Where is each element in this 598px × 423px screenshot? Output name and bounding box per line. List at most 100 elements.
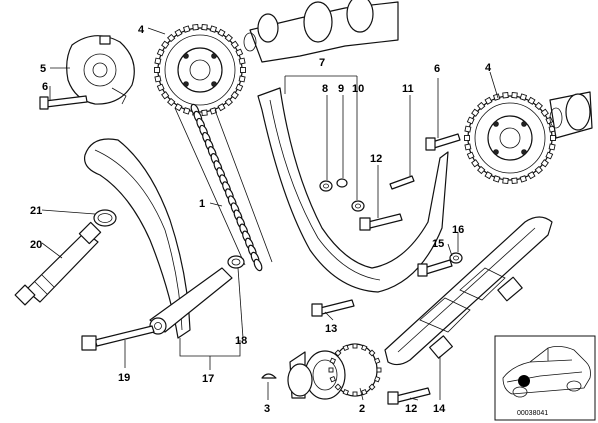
callout-16: 16 [452,224,464,236]
gear-tooth [161,40,170,49]
bolt-19 [81,325,155,351]
gear-tooth [471,108,480,117]
gear-tooth [334,349,342,357]
gear-tooth [182,107,191,115]
callout-20: 20 [30,239,42,251]
callout-6-right: 6 [434,63,440,75]
pin-11 [389,175,415,190]
bolt-15 [417,259,453,277]
callout-2: 2 [359,403,365,415]
gear-tooth [217,28,226,37]
exhaust-camshaft-stub [549,91,593,139]
gear-tooth [471,159,480,168]
callout-4-right: 4 [485,62,492,74]
gear-tooth [156,83,165,92]
gear-tooth [329,375,337,383]
callout-1: 1 [199,198,205,210]
callout-3: 3 [264,403,270,415]
bolt-13 [311,299,355,317]
gear-tooth [550,135,556,141]
gear-tooth [209,25,218,33]
gear-tooth [484,96,493,105]
gear-tooth [464,143,472,151]
gear-tooth [217,103,226,112]
gear-tooth [174,28,183,37]
gear-tooth [154,67,160,73]
gear-tooth [511,91,518,99]
crankshaft-sprocket [287,343,382,400]
gear-tooth [360,344,368,352]
callout-4-left: 4 [138,24,145,36]
gear-tooth [342,344,350,352]
gear-tooth [329,357,337,365]
gear-tooth [167,97,176,107]
callout-13: 13 [325,323,337,335]
bolt-12-upper [359,213,403,231]
guide-rail-center [257,87,449,293]
gear-tooth [209,107,218,115]
gear-tooth [511,177,518,185]
washer-8 [319,180,333,192]
gear-tooth [492,175,501,183]
gear-tooth [376,367,382,373]
gear-tooth [502,177,509,185]
gear-tooth [240,67,246,73]
gear-tooth [201,109,208,117]
gear-tooth [328,367,334,373]
guide-rail-right [384,216,553,366]
gear-tooth [527,96,536,105]
gear-tooth [466,151,475,160]
gear-tooth [464,125,472,133]
callout-19: 19 [118,372,130,384]
gear-tooth [224,33,233,43]
chain-link [253,258,263,272]
gear-tooth [477,165,486,175]
gear-tooth [368,349,376,357]
gear-tooth [201,23,208,31]
callout-12-lower: 12 [405,403,417,415]
gear-tooth [334,383,342,391]
gear-tooth [182,25,191,33]
bolt-6-right [425,133,461,151]
gear-tooth [352,391,358,397]
gear-tooth [534,101,543,111]
sealing-ring-21 [93,209,117,227]
gear-tooth [230,91,239,100]
callout-7: 7 [319,57,325,69]
washer-9 [336,178,348,188]
callout-21: 21 [30,205,42,217]
gear-tooth [477,101,486,111]
gear-tooth [156,48,165,57]
callout-6-left: 6 [42,81,48,93]
gear-tooth [502,91,509,99]
gear-tooth [519,175,528,183]
gear-tooth [368,383,376,391]
camshaft-sprocket-left [154,23,246,117]
gear-tooth [224,97,233,107]
gear-tooth [154,75,162,83]
gear-tooth [527,171,536,180]
gear-tooth [548,143,556,151]
callout-17: 17 [202,373,214,385]
callout-8: 8 [322,83,328,95]
gear-tooth [373,375,381,383]
intake-camshaft [243,0,399,63]
gear-tooth [167,33,176,43]
washer-10 [351,200,365,212]
callout-5: 5 [40,63,46,75]
callout-11: 11 [402,83,414,95]
gear-tooth [545,151,554,160]
woodruff-key-3 [261,373,277,379]
gear-tooth [466,116,475,125]
gear-tooth [540,159,549,168]
gear-tooth [161,91,170,100]
gear-tooth [360,388,368,396]
gear-tooth [484,171,493,180]
bolt-6-left [39,95,88,110]
engine-location-marker [518,375,530,387]
callout-labels: 1 2 3 4 4 5 6 6 7 8 9 10 11 12 12 13 14 … [30,24,492,415]
gear-tooth [154,57,162,65]
gear-tooth [235,48,244,57]
callout-10: 10 [352,83,364,95]
